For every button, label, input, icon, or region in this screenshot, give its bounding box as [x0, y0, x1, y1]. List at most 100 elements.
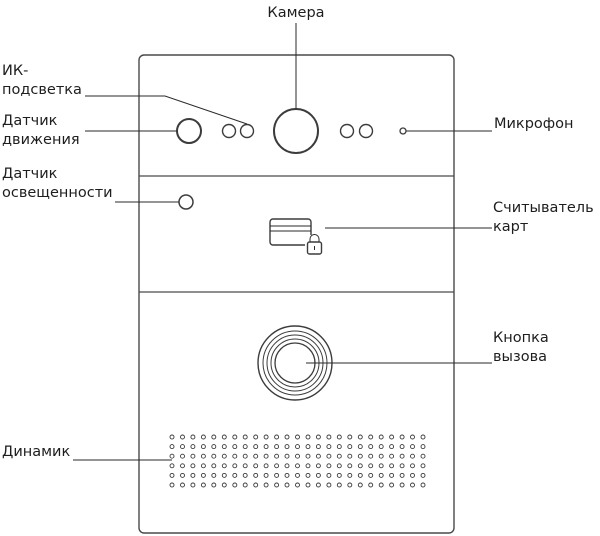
speaker-hole — [368, 444, 374, 450]
speaker-hole — [190, 472, 196, 478]
speaker-hole — [221, 482, 227, 488]
speaker-hole — [357, 453, 363, 459]
speaker-hole — [389, 444, 395, 450]
speaker-hole — [305, 463, 311, 469]
label-ir-line1: ИК- — [2, 63, 28, 79]
speaker-hole — [315, 434, 321, 440]
speaker-hole — [253, 434, 259, 440]
speaker-hole — [169, 434, 175, 440]
speaker-hole — [274, 472, 280, 478]
speaker-hole — [232, 444, 238, 450]
speaker-hole — [315, 472, 321, 478]
speaker-hole — [242, 463, 248, 469]
speaker-hole — [190, 463, 196, 469]
speaker-hole — [169, 463, 175, 469]
speaker-hole — [378, 444, 384, 450]
speaker-hole — [284, 482, 290, 488]
speaker-hole — [295, 434, 300, 440]
speaker-hole — [232, 482, 238, 488]
speaker-hole — [284, 434, 290, 440]
speaker-hole — [169, 453, 175, 459]
speaker-hole — [232, 434, 238, 440]
speaker-hole — [357, 463, 363, 469]
speaker-hole — [347, 472, 353, 478]
speaker-hole — [242, 472, 248, 478]
speaker-hole — [242, 434, 248, 440]
speaker-hole — [190, 453, 196, 459]
speaker-hole — [305, 472, 311, 478]
speaker-hole — [410, 482, 415, 488]
label-light-line2: освещенности — [2, 185, 113, 201]
speaker-hole — [295, 444, 300, 450]
speaker-hole — [284, 444, 290, 450]
speaker-hole — [378, 472, 384, 478]
label-microphone: Микрофон — [494, 116, 574, 132]
motion-sensor-icon — [176, 118, 202, 144]
speaker-hole — [242, 453, 248, 459]
speaker-hole — [336, 472, 342, 478]
label-motion-line2: движения — [2, 132, 80, 148]
speaker-hole — [357, 434, 363, 440]
speaker-hole — [200, 444, 206, 450]
speaker-hole — [378, 453, 384, 459]
speaker-hole — [284, 472, 290, 478]
speaker-hole — [263, 482, 269, 488]
speaker-hole — [420, 444, 426, 450]
speaker-hole — [410, 453, 415, 459]
label-light-line1: Датчик — [2, 166, 58, 182]
speaker-hole — [274, 463, 280, 469]
speaker-hole — [357, 472, 363, 478]
label-card-reader-line2: карт — [493, 219, 529, 235]
speaker-hole — [347, 453, 353, 459]
call-button[interactable] — [257, 325, 333, 401]
speaker-hole — [326, 453, 332, 459]
ir-led-4-icon — [358, 123, 374, 139]
speaker-hole — [326, 444, 332, 450]
speaker-hole — [336, 463, 342, 469]
speaker-hole — [378, 463, 384, 469]
speaker-hole — [211, 434, 217, 440]
speaker-hole — [295, 453, 300, 459]
leader-ir — [85, 95, 248, 125]
speaker-hole — [180, 463, 185, 469]
label-camera: Камера — [267, 5, 324, 21]
speaker-hole — [420, 472, 426, 478]
speaker-hole — [399, 444, 405, 450]
speaker-hole — [357, 444, 363, 450]
label-card-reader-line1: Считыватель — [493, 200, 594, 216]
speaker-hole — [180, 434, 185, 440]
speaker-hole — [221, 453, 227, 459]
speaker-hole — [274, 434, 280, 440]
speaker-hole — [368, 463, 374, 469]
speaker-hole — [221, 444, 227, 450]
speaker-hole — [357, 482, 363, 488]
speaker-grille — [169, 434, 426, 488]
speaker-hole — [315, 482, 321, 488]
speaker-hole — [263, 444, 269, 450]
speaker-hole — [253, 453, 259, 459]
speaker-hole — [315, 453, 321, 459]
speaker-hole — [253, 472, 259, 478]
speaker-hole — [410, 463, 415, 469]
speaker-hole — [399, 434, 405, 440]
speaker-hole — [263, 434, 269, 440]
speaker-hole — [420, 482, 426, 488]
speaker-hole — [410, 434, 415, 440]
speaker-hole — [180, 472, 185, 478]
speaker-hole — [211, 482, 217, 488]
speaker-hole — [326, 434, 332, 440]
speaker-hole — [347, 482, 353, 488]
speaker-hole — [232, 463, 238, 469]
speaker-hole — [399, 472, 405, 478]
speaker-hole — [295, 482, 300, 488]
speaker-hole — [389, 434, 395, 440]
speaker-hole — [263, 453, 269, 459]
speaker-hole — [315, 463, 321, 469]
speaker-hole — [263, 472, 269, 478]
speaker-hole — [378, 434, 384, 440]
speaker-hole — [200, 472, 206, 478]
speaker-hole — [389, 453, 395, 459]
speaker-hole — [420, 453, 426, 459]
speaker-hole — [169, 482, 175, 488]
